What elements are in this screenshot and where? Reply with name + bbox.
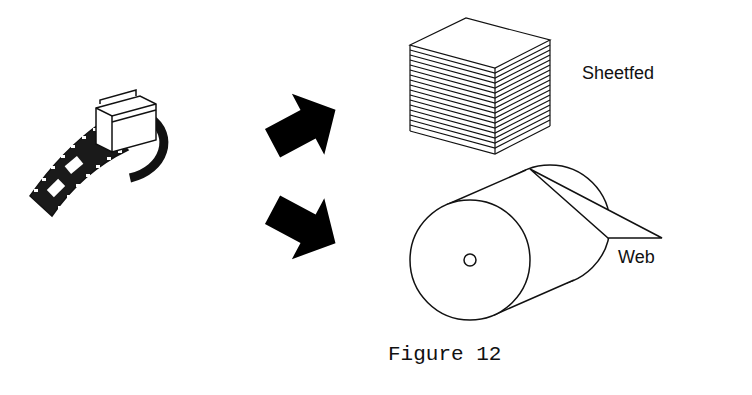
sheet-stack bbox=[410, 18, 550, 154]
figure-caption: Figure 12 bbox=[388, 342, 501, 367]
part-label: Web bbox=[618, 247, 655, 269]
part-label: Sheetfed bbox=[582, 63, 654, 85]
arrow-symbol bbox=[256, 79, 351, 273]
film-roll bbox=[30, 90, 164, 216]
paper-roll bbox=[410, 165, 662, 320]
